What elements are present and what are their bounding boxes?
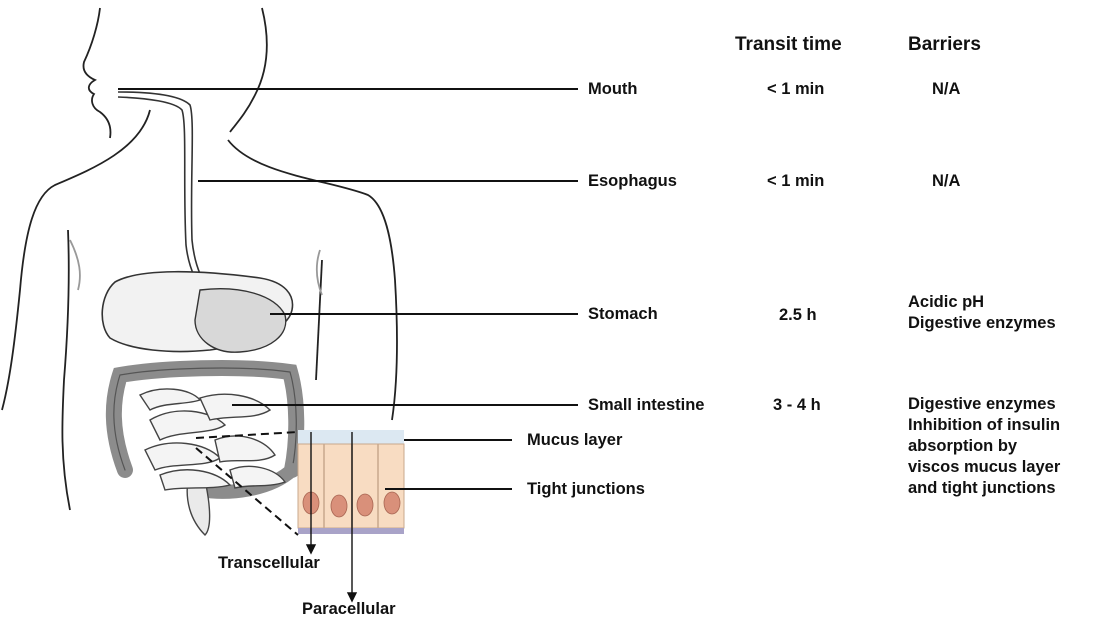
liver-stomach-drawing (102, 272, 292, 352)
organ-label-stomach: Stomach (588, 305, 658, 324)
basement-membrane (298, 528, 404, 534)
transit-value-esophagus: < 1 min (767, 172, 824, 191)
barrier-line: N/A (932, 79, 960, 100)
barrier-line: and tight junctions (908, 478, 1060, 499)
epithelium-inset (298, 430, 404, 534)
mucus-layer-band (298, 430, 404, 444)
barrier-line: Acidic pH (908, 292, 1056, 313)
transit-time-header: Transit time (735, 34, 842, 56)
organ-label-mouth: Mouth (588, 80, 637, 99)
esophagus-drawing (118, 92, 210, 292)
barrier-line: viscos mucus layer (908, 457, 1060, 478)
transit-value-small-intestine: 3 - 4 h (773, 396, 821, 415)
barriers-small-intestine: Digestive enzymes Inhibition of insulin … (908, 394, 1060, 499)
organ-label-esophagus: Esophagus (588, 172, 677, 191)
cell-nucleus (357, 494, 373, 516)
transit-value-stomach: 2.5 h (779, 306, 817, 325)
transcellular-label: Transcellular (218, 554, 320, 573)
barrier-line: Digestive enzymes (908, 394, 1060, 415)
barrier-line: Inhibition of insulin (908, 415, 1060, 436)
barriers-esophagus: N/A (932, 171, 960, 192)
barrier-line: absorption by (908, 436, 1060, 457)
cell-nucleus (384, 492, 400, 514)
organ-label-small-intestine: Small intestine (588, 396, 704, 415)
mucus-layer-label: Mucus layer (527, 431, 622, 450)
barriers-mouth: N/A (932, 79, 960, 100)
barriers-header: Barriers (908, 34, 981, 56)
barriers-stomach: Acidic pH Digestive enzymes (908, 292, 1056, 334)
barrier-line: N/A (932, 171, 960, 192)
barrier-line: Digestive enzymes (908, 313, 1056, 334)
tight-junctions-label: Tight junctions (527, 480, 645, 499)
paracellular-label: Paracellular (302, 600, 396, 619)
cell-nucleus (331, 495, 347, 517)
transit-value-mouth: < 1 min (767, 80, 824, 99)
